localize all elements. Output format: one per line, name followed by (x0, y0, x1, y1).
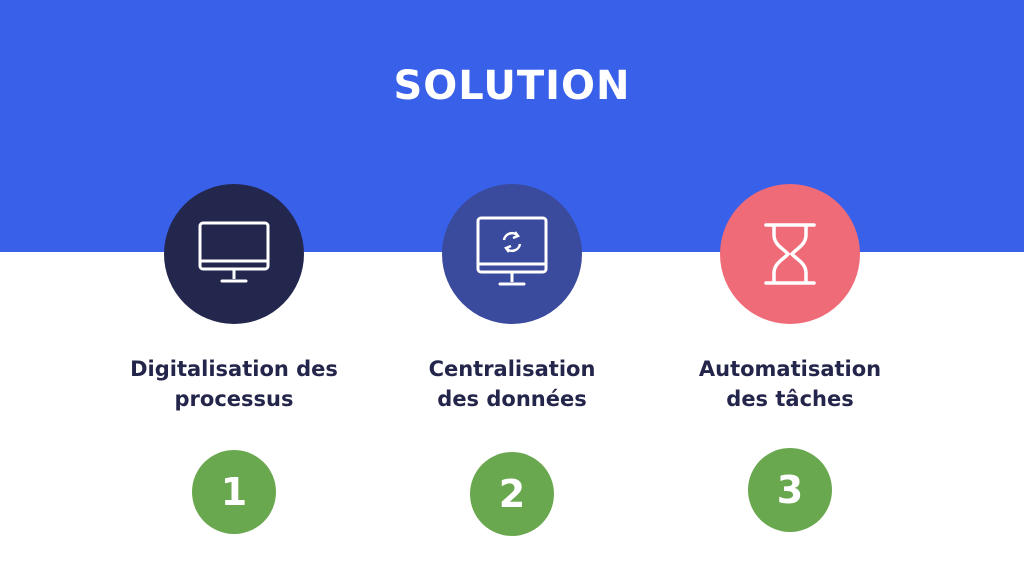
step-badge: 2 (470, 452, 554, 536)
icon-circle (442, 184, 582, 324)
monitor-icon (198, 221, 270, 283)
item-label: Automatisation des tâches (660, 354, 920, 414)
hourglass-icon (764, 223, 816, 285)
item-label-line1: Centralisation (428, 357, 596, 381)
solution-item-centralisation: Centralisation des données 2 (382, 0, 642, 576)
item-label-line2: processus (174, 387, 294, 411)
icon-circle (164, 184, 304, 324)
solution-item-automatisation: Automatisation des tâches 3 (660, 0, 920, 576)
solution-item-digitalisation: Digitalisation des processus 1 (104, 0, 364, 576)
item-label: Digitalisation des processus (104, 354, 364, 414)
step-badge: 1 (192, 450, 276, 534)
item-label-line2: des tâches (726, 387, 854, 411)
icon-circle (720, 184, 860, 324)
item-label: Centralisation des données (382, 354, 642, 414)
step-badge: 3 (748, 448, 832, 532)
monitor-sync-icon (476, 216, 548, 286)
item-label-line2: des données (437, 387, 587, 411)
item-label-line1: Automatisation (698, 357, 882, 381)
item-label-line1: Digitalisation des (130, 357, 338, 381)
slide-title: SOLUTION (393, 63, 631, 109)
